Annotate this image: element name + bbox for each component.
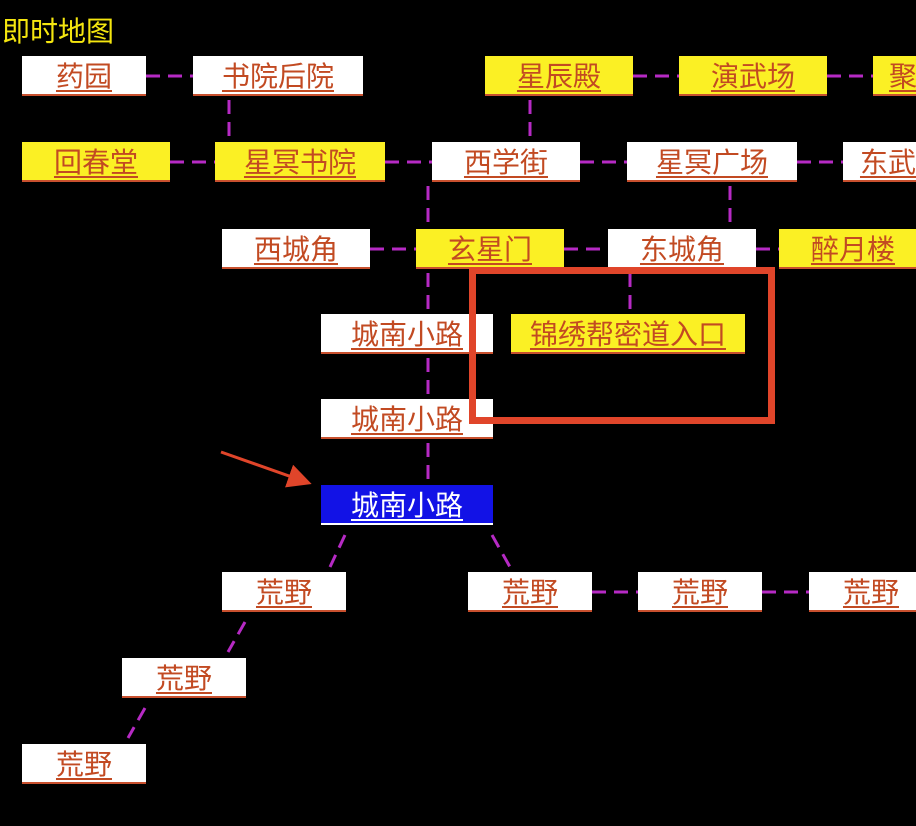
room-dongwu-partial[interactable]: 东武 (843, 142, 916, 182)
room-chengnan-1[interactable]: 城南小路 (321, 314, 493, 354)
room-zuiyuelou[interactable]: 醉月楼 (779, 229, 916, 269)
room-xingming-shuyuan[interactable]: 星冥书院 (215, 142, 385, 182)
room-huangye-2[interactable]: 荒野 (468, 572, 592, 612)
room-huichuntang[interactable]: 回春堂 (22, 142, 170, 182)
room-xixuejie[interactable]: 西学街 (432, 142, 580, 182)
room-huangye-4[interactable]: 荒野 (809, 572, 916, 612)
room-huangye-3[interactable]: 荒野 (638, 572, 762, 612)
room-jinxiubang[interactable]: 锦绣帮密道入口 (511, 314, 745, 354)
room-huangye-5[interactable]: 荒野 (122, 658, 246, 698)
link-huangye_5-huangye_6 (126, 707, 147, 739)
room-xingchen-dian[interactable]: 星辰殿 (485, 56, 633, 96)
room-huangye-6[interactable]: 荒野 (22, 744, 146, 784)
room-ju-partial[interactable]: 聚 (873, 56, 916, 96)
link-huangye_1-huangye_5 (226, 621, 247, 653)
room-chengnan-2[interactable]: 城南小路 (321, 399, 493, 439)
room-xingming-guangchang[interactable]: 星冥广场 (627, 142, 797, 182)
room-yanwuchang[interactable]: 演武场 (679, 56, 827, 96)
page-title: 即时地图 (2, 15, 115, 48)
link-chengnan_current-huangye_1 (328, 534, 347, 568)
current-room[interactable]: 城南小路 (321, 485, 493, 525)
room-xichengjiao[interactable]: 西城角 (222, 229, 370, 269)
room-shuyuan-houyuan[interactable]: 书院后院 (193, 56, 363, 96)
highlight-box (469, 267, 775, 424)
room-huangye-1[interactable]: 荒野 (222, 572, 346, 612)
link-chengnan_current-huangye_2 (490, 534, 512, 568)
room-yaoyuan[interactable]: 药园 (22, 56, 146, 96)
